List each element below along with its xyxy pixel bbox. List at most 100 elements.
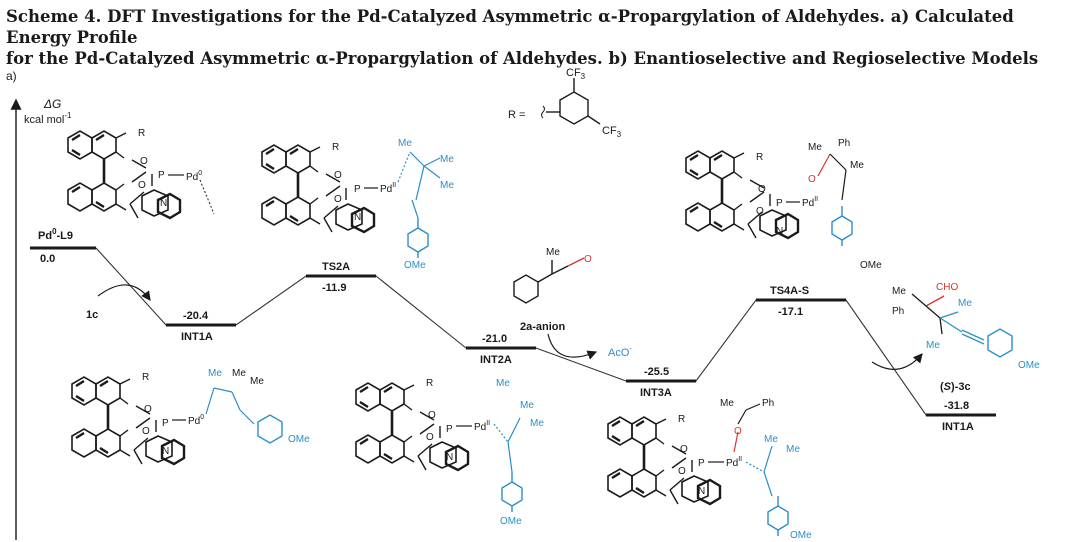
svg-text:P: P	[446, 424, 453, 435]
svg-text:O: O	[808, 174, 816, 185]
state-energy-int2a: -21.0	[482, 333, 507, 345]
figure-caption: Scheme 4. DFT Investigations for the Pd-…	[6, 6, 1074, 69]
complex-pd0-l9: R O O P N Pd0	[66, 128, 215, 220]
state-energy-ts2a: -11.9	[322, 282, 346, 294]
anion-structure: Me O	[513, 247, 592, 304]
complex-int1a: R O O P N Pd0 Me Me Me OMe	[70, 368, 310, 466]
svg-text:OMe: OMe	[1018, 360, 1040, 371]
svg-text:R: R	[138, 128, 145, 139]
svg-text:Me: Me	[440, 180, 454, 191]
svg-text:N: N	[698, 486, 705, 497]
svg-text:P: P	[776, 198, 783, 209]
state-name-pd0-l9: Pd0-L9	[38, 227, 73, 242]
svg-text:PdII: PdII	[802, 196, 818, 209]
svg-text:R =: R =	[508, 109, 525, 121]
caption-line-2: for the Pd-Catalyzed Asymmetric α-Propar…	[6, 49, 1039, 68]
svg-text:Ph: Ph	[762, 398, 774, 409]
svg-text:P: P	[162, 418, 169, 429]
product-label: (S)-3c	[940, 381, 971, 393]
svg-text:Me: Me	[208, 368, 222, 379]
svg-text:Me: Me	[808, 142, 822, 153]
svg-text:Me: Me	[786, 444, 800, 455]
caption-line-1: Scheme 4. DFT Investigations for the Pd-…	[6, 7, 1014, 47]
svg-text:Me: Me	[720, 398, 734, 409]
svg-text:Me: Me	[958, 298, 972, 309]
svg-text:O: O	[334, 194, 342, 205]
svg-text:PdII: PdII	[474, 420, 490, 433]
svg-text:OMe: OMe	[500, 516, 522, 527]
svg-text:O: O	[758, 184, 766, 195]
svg-text:O: O	[334, 170, 342, 181]
svg-text:Ph: Ph	[892, 306, 904, 317]
svg-text:Pd0: Pd0	[186, 170, 202, 183]
svg-text:Me: Me	[250, 376, 264, 387]
anion-arrow	[547, 333, 598, 360]
svg-text:Me: Me	[232, 368, 246, 379]
svg-text:Me: Me	[546, 247, 560, 258]
complex-int2a: R O O P N PdII Me Me Me OMe	[354, 378, 544, 527]
state-name-int1a: INT1A	[181, 331, 213, 343]
axis-symbol: ΔG	[43, 97, 61, 111]
svg-text:R: R	[332, 142, 339, 153]
svg-text:O: O	[678, 466, 686, 477]
state-energy-int1a: -20.4	[183, 310, 209, 322]
substrate-arrow	[97, 284, 151, 301]
svg-text:O: O	[734, 426, 742, 437]
svg-text:O: O	[680, 444, 688, 455]
panel-label: a)	[6, 69, 17, 83]
svg-text:N: N	[446, 452, 453, 463]
svg-text:Me: Me	[496, 378, 510, 389]
svg-text:R: R	[142, 372, 149, 383]
svg-text:P: P	[158, 170, 165, 181]
svg-text:OMe: OMe	[288, 434, 310, 445]
complex-ts2a: R O O P N PdII Me Me Me OMe	[260, 138, 454, 271]
cf3-bottom: CF3	[602, 125, 622, 139]
svg-text:OMe: OMe	[860, 260, 882, 271]
svg-text:Pd0: Pd0	[188, 414, 204, 427]
svg-text:R: R	[756, 152, 763, 163]
cf3-top: CF3	[566, 67, 586, 81]
axis-unit: kcal mol-1	[24, 111, 72, 126]
complex-int3a: R O O P N PdII O Me Ph Me Me OMe	[606, 398, 812, 541]
svg-text:OMe: OMe	[404, 260, 426, 271]
svg-text:Me: Me	[530, 418, 544, 429]
state-name-ts4a-s: TS4A-S	[770, 285, 809, 297]
svg-text:N: N	[354, 212, 361, 223]
svg-text:R: R	[678, 414, 685, 425]
svg-text:Me: Me	[850, 160, 864, 171]
svg-text:Me: Me	[520, 400, 534, 411]
svg-text:P: P	[354, 184, 361, 195]
state-energy-int3a: -25.5	[644, 366, 669, 378]
acetate-label: AcO-	[608, 344, 632, 359]
svg-text:N: N	[776, 226, 783, 237]
svg-text:O: O	[426, 432, 434, 443]
svg-text:OMe: OMe	[790, 530, 812, 541]
svg-text:P: P	[698, 458, 705, 469]
svg-text:Me: Me	[440, 154, 454, 165]
svg-text:Me: Me	[926, 340, 940, 351]
svg-text:Me: Me	[892, 286, 906, 297]
state-energy-pd0-l9: 0.0	[40, 253, 55, 265]
svg-text:R: R	[426, 378, 433, 389]
svg-text:Ph: Ph	[838, 138, 850, 149]
svg-text:O: O	[428, 410, 436, 421]
svg-text:Me: Me	[764, 434, 778, 445]
product-arrow	[871, 353, 923, 370]
state-name-int1a-product: INT1A	[942, 421, 974, 433]
svg-text:PdII: PdII	[726, 456, 742, 469]
svg-text:O: O	[138, 180, 146, 191]
svg-text:O: O	[140, 156, 148, 167]
state-name-int2a: INT2A	[480, 354, 512, 366]
svg-text:O: O	[756, 206, 764, 217]
product-structure: Me CHO Ph Me Me OMe	[892, 282, 1040, 371]
svg-text:Me: Me	[398, 138, 412, 149]
state-energy-ts4a-s: -17.1	[778, 306, 803, 318]
complex-ts4a-s: R O O P N PdII O Me Ph Me OMe	[684, 138, 882, 271]
state-energy-int1a-product: -31.8	[944, 400, 969, 412]
r-substituent-definition: R = CF3 CF3	[508, 67, 622, 139]
svg-text:N: N	[162, 446, 169, 457]
svg-text:PdII: PdII	[380, 182, 396, 195]
svg-text:O: O	[144, 404, 152, 415]
substrate-label: 1c	[86, 309, 98, 321]
